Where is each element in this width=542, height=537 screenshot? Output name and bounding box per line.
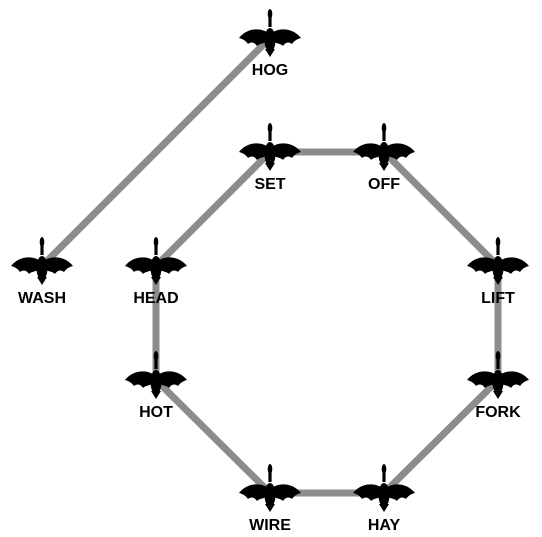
node-label-lift: LIFT [481,290,515,307]
node-label-fork: FORK [475,404,521,421]
edge-fork-hay [381,377,501,496]
node-hay: HAY [353,464,415,534]
edge-wire-hot [153,377,273,496]
edge-head-set [153,149,273,269]
flying-bird-icon [239,9,301,57]
node-fork: FORK [467,351,529,421]
node-label-set: SET [254,176,285,193]
node-head: HEAD [125,237,187,307]
node-hog: HOG [239,9,301,79]
node-label-hot: HOT [139,404,173,421]
node-hot: HOT [125,351,187,421]
node-lift: LIFT [467,237,529,307]
node-label-head: HEAD [133,290,178,307]
flying-bird-icon [467,351,529,399]
node-label-off: OFF [368,176,400,193]
node-label-hay: HAY [368,517,401,534]
node-wire: WIRE [239,464,301,534]
edge-off-lift [381,149,501,269]
node-off: OFF [353,123,415,193]
node-label-wire: WIRE [249,517,291,534]
node-label-hog: HOG [252,62,288,79]
node-set: SET [239,123,301,193]
edge-hog-wash [39,35,273,269]
flying-bird-icon [353,123,415,171]
flying-bird-icon [125,351,187,399]
nodes-layer: HOG WASH SET OFF HEAD LIFT HOT FORK WIRE HAY [11,9,529,534]
node-wash: WASH [11,237,73,307]
edges-layer [39,35,502,497]
flying-bird-icon [239,123,301,171]
node-label-wash: WASH [18,290,66,307]
